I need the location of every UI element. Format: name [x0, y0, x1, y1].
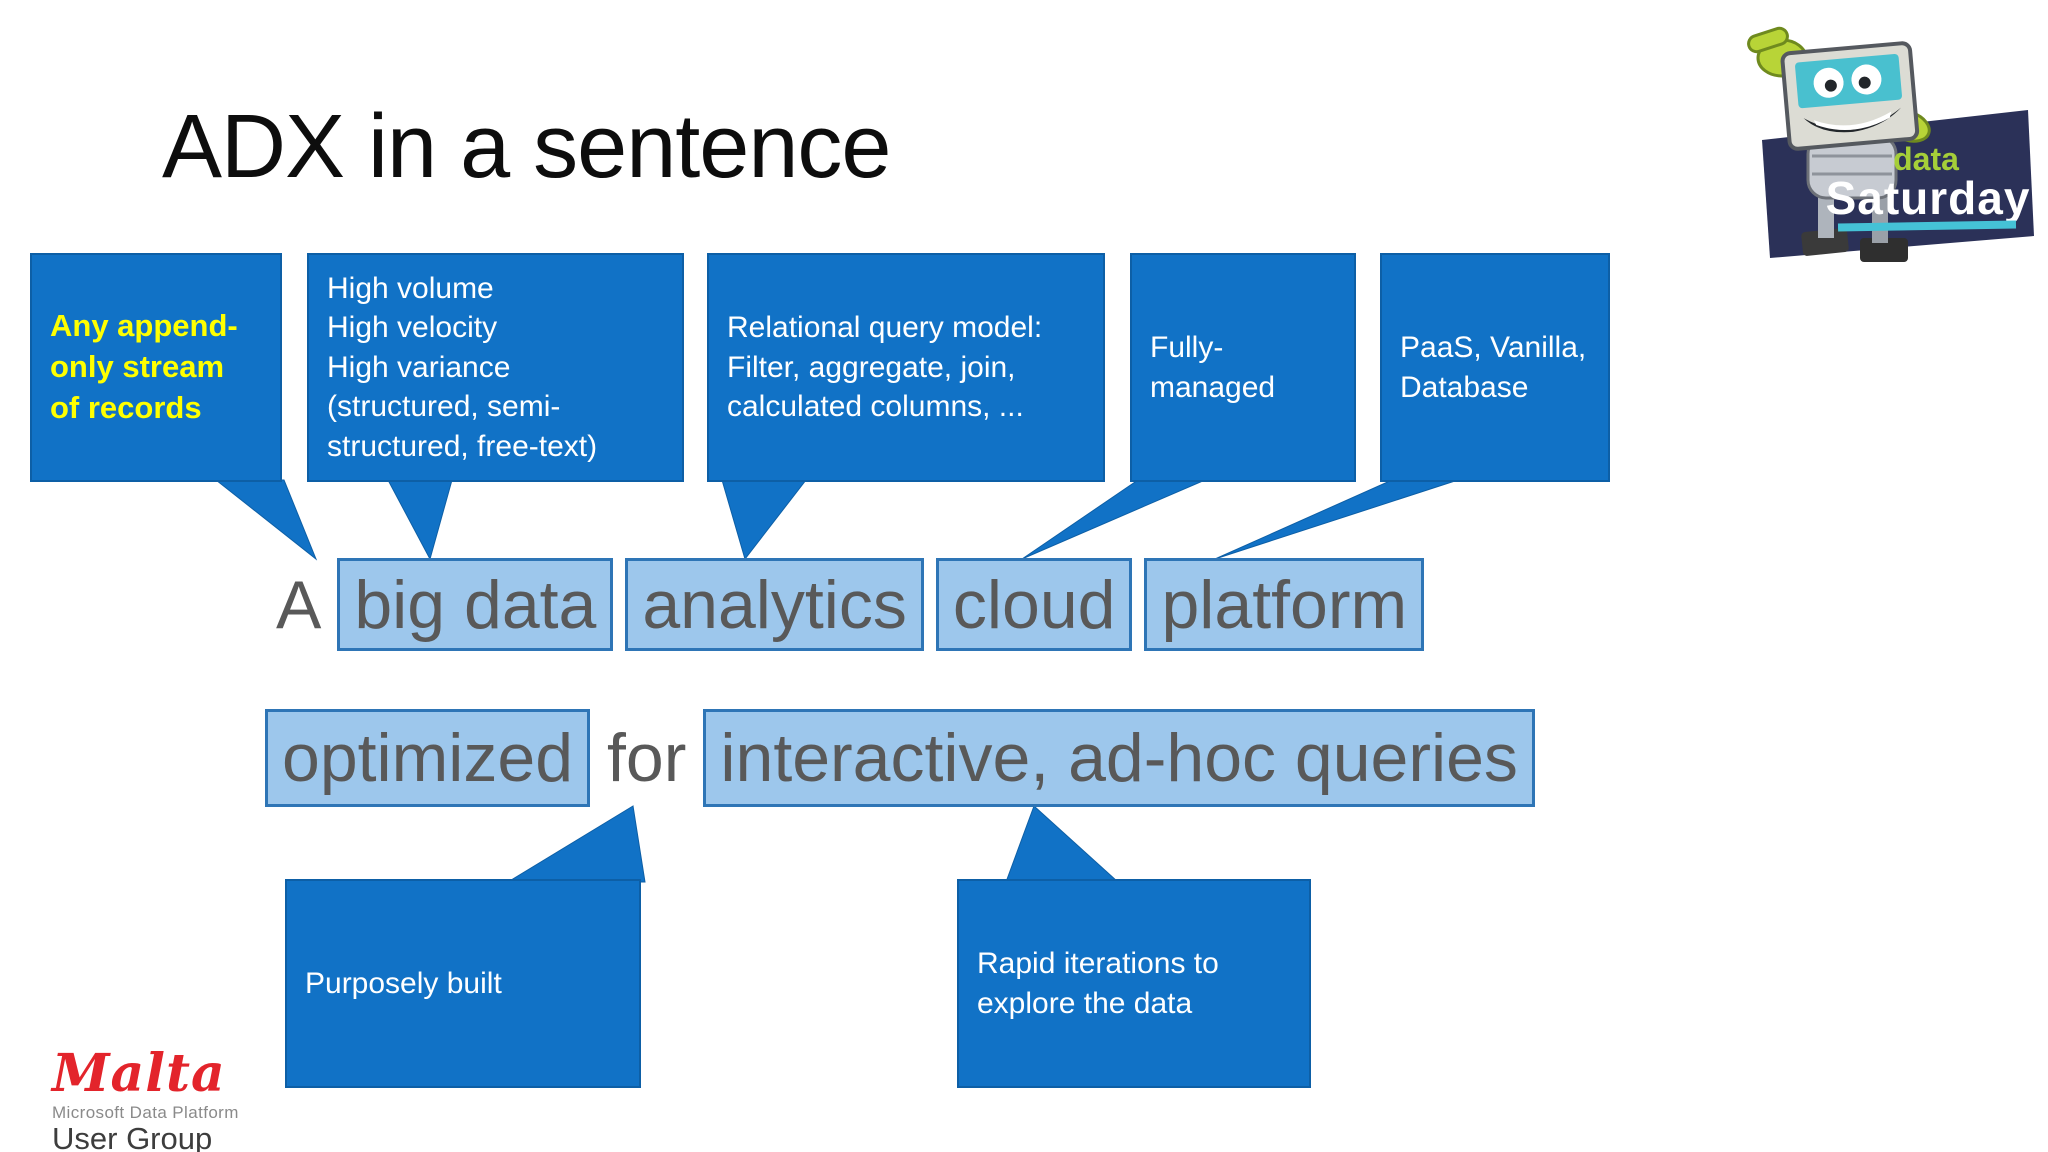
- highlight-cloud: cloud: [935, 558, 1133, 651]
- callout-paas-vanilla-database: PaaS, Vanilla, Database: [1380, 253, 1610, 482]
- mascot-pupil-icon: [1824, 79, 1837, 92]
- mascot-right-foot-icon: [1860, 238, 1908, 262]
- saturday-underline: [1837, 220, 2017, 232]
- mascot-thumb-icon: [1747, 26, 1789, 54]
- sentence-line-2: optimized for interactive, ad-hoc querie…: [265, 709, 1535, 807]
- saturday-label: Saturday: [1826, 172, 2031, 224]
- callout-rapid-iterations: Rapid iterations to explore the data: [957, 879, 1311, 1088]
- tail-fully-managed: [1021, 479, 1206, 560]
- sentence-line-1: A big data analytics cloud platform: [272, 558, 1425, 651]
- malta-wordmark: Malta: [52, 1043, 226, 1104]
- callout-high-volume-velocity-variance: High volume High velocity High variance …: [307, 253, 684, 482]
- malta-subtitle: Microsoft Data Platform: [52, 1103, 239, 1122]
- highlight-optimized: optimized: [265, 709, 591, 807]
- tail-purposely-built: [506, 805, 646, 883]
- mascot-left-leg-icon: [1818, 188, 1834, 238]
- mascot-pupil-icon: [1858, 76, 1871, 89]
- mascot-left-foot-icon: [1801, 228, 1849, 256]
- malta-group-label: User Group: [52, 1121, 213, 1152]
- callout-purposely-built: Purposely built: [285, 879, 641, 1088]
- highlight-analytics: analytics: [625, 558, 924, 651]
- mascot-teeth-icon: [1813, 111, 1892, 130]
- highlight-interactive-adhoc-queries: interactive, ad-hoc queries: [703, 709, 1535, 807]
- page-title: ADX in a sentence: [162, 97, 891, 197]
- data-label: data: [1893, 141, 1959, 177]
- callout-append-only-stream: Any append- only stream of records: [30, 253, 282, 482]
- sentence-word-for: for: [607, 720, 687, 796]
- callout-fully-managed: Fully- managed: [1130, 253, 1356, 482]
- highlight-platform: platform: [1144, 558, 1425, 651]
- mascot-laptop-head-icon: [1780, 41, 1920, 151]
- highlight-big-data: big data: [337, 558, 614, 651]
- laptop-screen: [1795, 53, 1902, 109]
- malta-user-group-logo: Malta Microsoft Data Platform User Group: [52, 1048, 239, 1152]
- tail-relational: [721, 479, 808, 561]
- sentence-word-a: A: [276, 566, 322, 643]
- callout-relational-query-model: Relational query model: Filter, aggregat…: [707, 253, 1105, 482]
- tail-rapid-iterations: [1005, 805, 1120, 883]
- tail-high-volume: [387, 479, 453, 561]
- tail-append-only: [214, 479, 318, 561]
- tail-paas: [1214, 479, 1459, 560]
- data-saturday-logo: data Saturday: [1747, 26, 2034, 262]
